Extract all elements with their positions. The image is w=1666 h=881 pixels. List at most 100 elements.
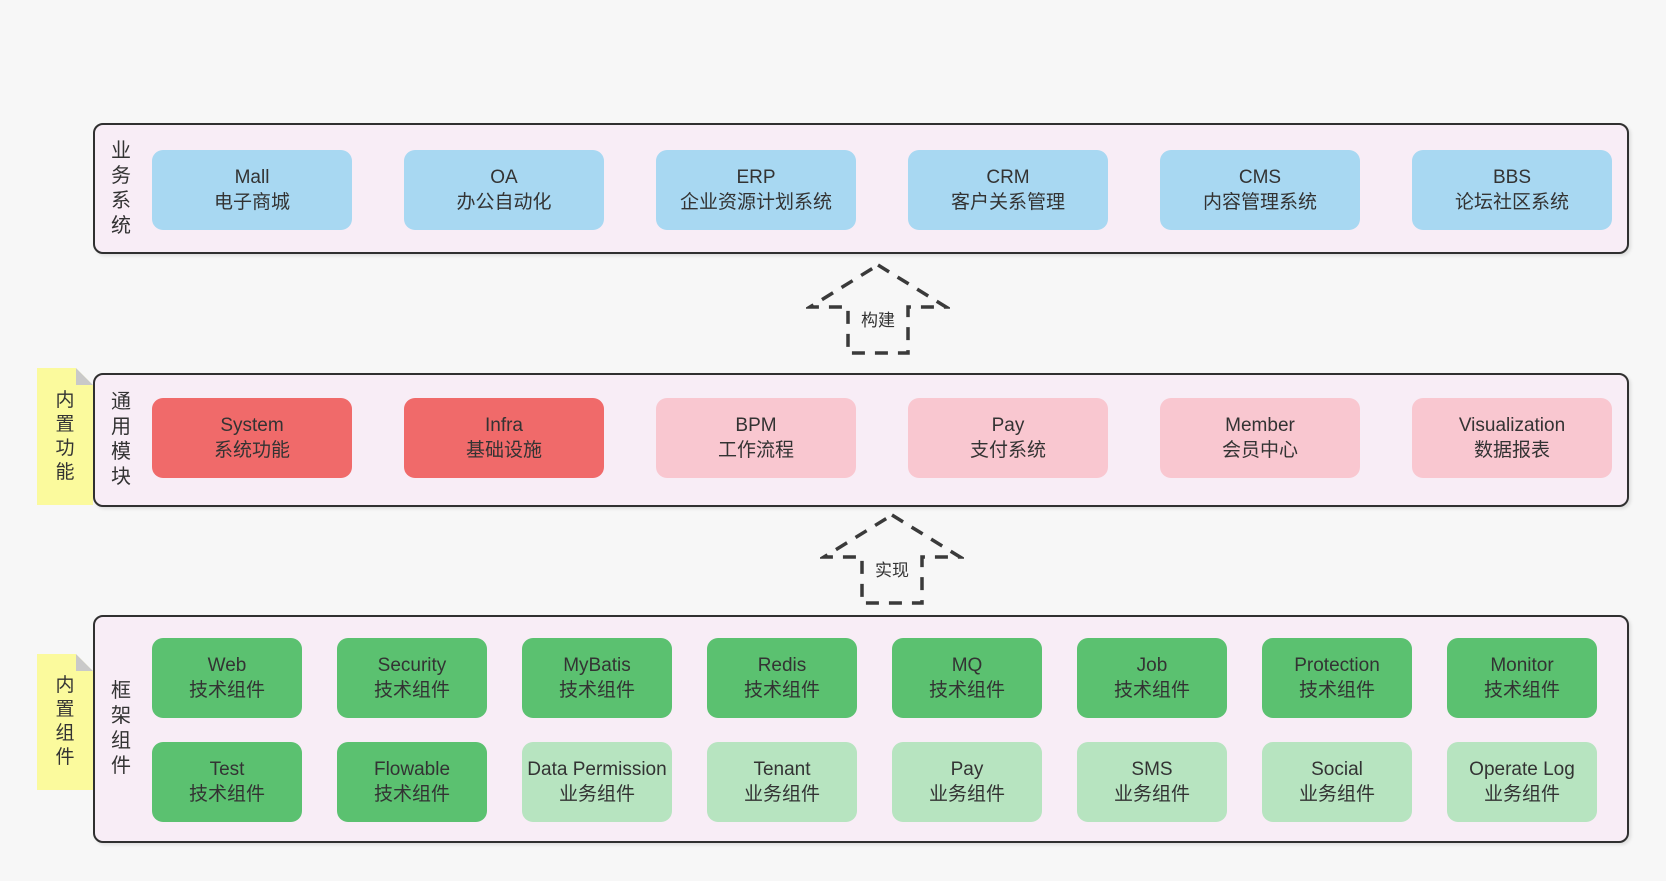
box-title: Pay xyxy=(991,415,1025,436)
box-sms: SMS 业务组件 xyxy=(1077,742,1227,822)
box-subtitle: 业务组件 xyxy=(1298,784,1375,805)
box-title: Web xyxy=(207,655,247,676)
box-redis: Redis 技术组件 xyxy=(707,638,857,718)
box-bbs: BBS 论坛社区系统 xyxy=(1412,150,1612,230)
box-title: SMS xyxy=(1131,759,1173,780)
box-title: Tenant xyxy=(753,759,811,780)
box-title: Member xyxy=(1225,415,1295,436)
box-title: ERP xyxy=(736,167,776,188)
note-label: 内置功能 xyxy=(55,389,75,483)
module-box-row: System 系统功能 Infra 基础设施 BPM 工作流程 Pay 支付系统… xyxy=(152,398,1612,478)
build-arrow-label: 构建 xyxy=(857,306,899,331)
box-subtitle: 工作流程 xyxy=(717,440,794,461)
component-box-row-2: Test 技术组件 Flowable 技术组件 Data Permission … xyxy=(152,742,1597,822)
box-subtitle: 业务组件 xyxy=(928,784,1005,805)
box-member: Member 会员中心 xyxy=(1160,398,1360,478)
box-subtitle: 系统功能 xyxy=(213,440,290,461)
box-flowable: Flowable 技术组件 xyxy=(337,742,487,822)
box-data-permission: Data Permission 业务组件 xyxy=(522,742,672,822)
box-title: Infra xyxy=(484,415,524,436)
box-subtitle: 业务组件 xyxy=(743,784,820,805)
box-subtitle: 业务组件 xyxy=(1483,784,1560,805)
box-title: Security xyxy=(377,655,447,676)
box-subtitle: 技术组件 xyxy=(188,680,265,701)
component-box-row-1: Web 技术组件 Security 技术组件 MyBatis 技术组件 Redi… xyxy=(152,638,1597,718)
box-oa: OA 办公自动化 xyxy=(404,150,604,230)
box-subtitle: 技术组件 xyxy=(373,680,450,701)
box-subtitle: 数据报表 xyxy=(1473,440,1550,461)
box-test: Test 技术组件 xyxy=(152,742,302,822)
box-subtitle: 会员中心 xyxy=(1221,440,1298,461)
box-subtitle: 技术组件 xyxy=(743,680,820,701)
business-box-row: Mall 电子商城 OA 办公自动化 ERP 企业资源计划系统 CRM 客户关系… xyxy=(152,150,1612,230)
box-operate-log: Operate Log 业务组件 xyxy=(1447,742,1597,822)
layer-label-framework-components: 框架组件 xyxy=(111,680,131,777)
box-erp: ERP 企业资源计划系统 xyxy=(656,150,856,230)
note-label: 内置组件 xyxy=(55,675,75,768)
box-web: Web 技术组件 xyxy=(152,638,302,718)
dashed-up-arrow-icon xyxy=(806,262,950,355)
box-subtitle: 电子商城 xyxy=(213,192,290,213)
implement-arrow-label: 实现 xyxy=(871,556,913,581)
box-title: Mall xyxy=(234,167,270,188)
box-cms: CMS 内容管理系统 xyxy=(1160,150,1360,230)
box-title: Test xyxy=(209,759,245,780)
box-subtitle: 业务组件 xyxy=(1113,784,1190,805)
box-pay: Pay 支付系统 xyxy=(908,398,1108,478)
box-pay-component: Pay 业务组件 xyxy=(892,742,1042,822)
layer-framework-components: 框架组件 Web 技术组件 Security 技术组件 MyBatis 技术组件… xyxy=(93,615,1629,843)
box-title: MQ xyxy=(951,655,983,676)
box-title: Job xyxy=(1136,655,1168,676)
build-arrow: 构建 xyxy=(806,262,950,356)
box-subtitle: 技术组件 xyxy=(1298,680,1375,701)
box-title: Operate Log xyxy=(1469,759,1575,780)
box-title: Data Permission xyxy=(527,759,667,780)
box-title: CMS xyxy=(1238,167,1282,188)
box-job: Job 技术组件 xyxy=(1077,638,1227,718)
box-crm: CRM 客户关系管理 xyxy=(908,150,1108,230)
box-subtitle: 技术组件 xyxy=(1113,680,1190,701)
layer-label-common-modules: 通用模块 xyxy=(111,391,131,488)
box-subtitle: 技术组件 xyxy=(373,784,450,805)
box-visualization: Visualization 数据报表 xyxy=(1412,398,1612,478)
box-title: CRM xyxy=(986,167,1030,188)
box-subtitle: 技术组件 xyxy=(928,680,1005,701)
box-mall: Mall 电子商城 xyxy=(152,150,352,230)
box-subtitle: 业务组件 xyxy=(558,784,635,805)
implement-arrow: 实现 xyxy=(820,512,964,606)
sticky-note-built-in-features: 内置功能 xyxy=(37,368,93,505)
box-title: Protection xyxy=(1294,655,1380,676)
sticky-note-built-in-components: 内置组件 xyxy=(37,654,93,790)
box-protection: Protection 技术组件 xyxy=(1262,638,1412,718)
box-subtitle: 技术组件 xyxy=(1483,680,1560,701)
box-title: MyBatis xyxy=(563,655,631,676)
box-title: BPM xyxy=(735,415,777,436)
box-subtitle: 办公自动化 xyxy=(456,192,552,213)
box-mq: MQ 技术组件 xyxy=(892,638,1042,718)
box-infra: Infra 基础设施 xyxy=(404,398,604,478)
box-subtitle: 技术组件 xyxy=(188,784,265,805)
box-subtitle: 客户关系管理 xyxy=(950,192,1065,213)
box-subtitle: 技术组件 xyxy=(558,680,635,701)
dashed-up-arrow-icon xyxy=(820,512,964,605)
box-subtitle: 支付系统 xyxy=(969,440,1046,461)
layer-common-modules: 通用模块 System 系统功能 Infra 基础设施 BPM 工作流程 Pay… xyxy=(93,373,1629,507)
box-title: BBS xyxy=(1492,167,1532,188)
folded-corner-icon xyxy=(76,368,93,385)
box-subtitle: 论坛社区系统 xyxy=(1454,192,1569,213)
box-bpm: BPM 工作流程 xyxy=(656,398,856,478)
folded-corner-icon xyxy=(76,654,93,671)
box-subtitle: 基础设施 xyxy=(465,440,542,461)
box-subtitle: 内容管理系统 xyxy=(1202,192,1317,213)
box-title: Social xyxy=(1311,759,1363,780)
box-title: Redis xyxy=(757,655,807,676)
box-title: OA xyxy=(490,167,518,188)
box-system: System 系统功能 xyxy=(152,398,352,478)
box-tenant: Tenant 业务组件 xyxy=(707,742,857,822)
box-mybatis: MyBatis 技术组件 xyxy=(522,638,672,718)
box-title: Monitor xyxy=(1490,655,1554,676)
box-security: Security 技术组件 xyxy=(337,638,487,718)
box-title: Visualization xyxy=(1458,415,1566,436)
layer-label-business-systems: 业务系统 xyxy=(111,139,131,237)
